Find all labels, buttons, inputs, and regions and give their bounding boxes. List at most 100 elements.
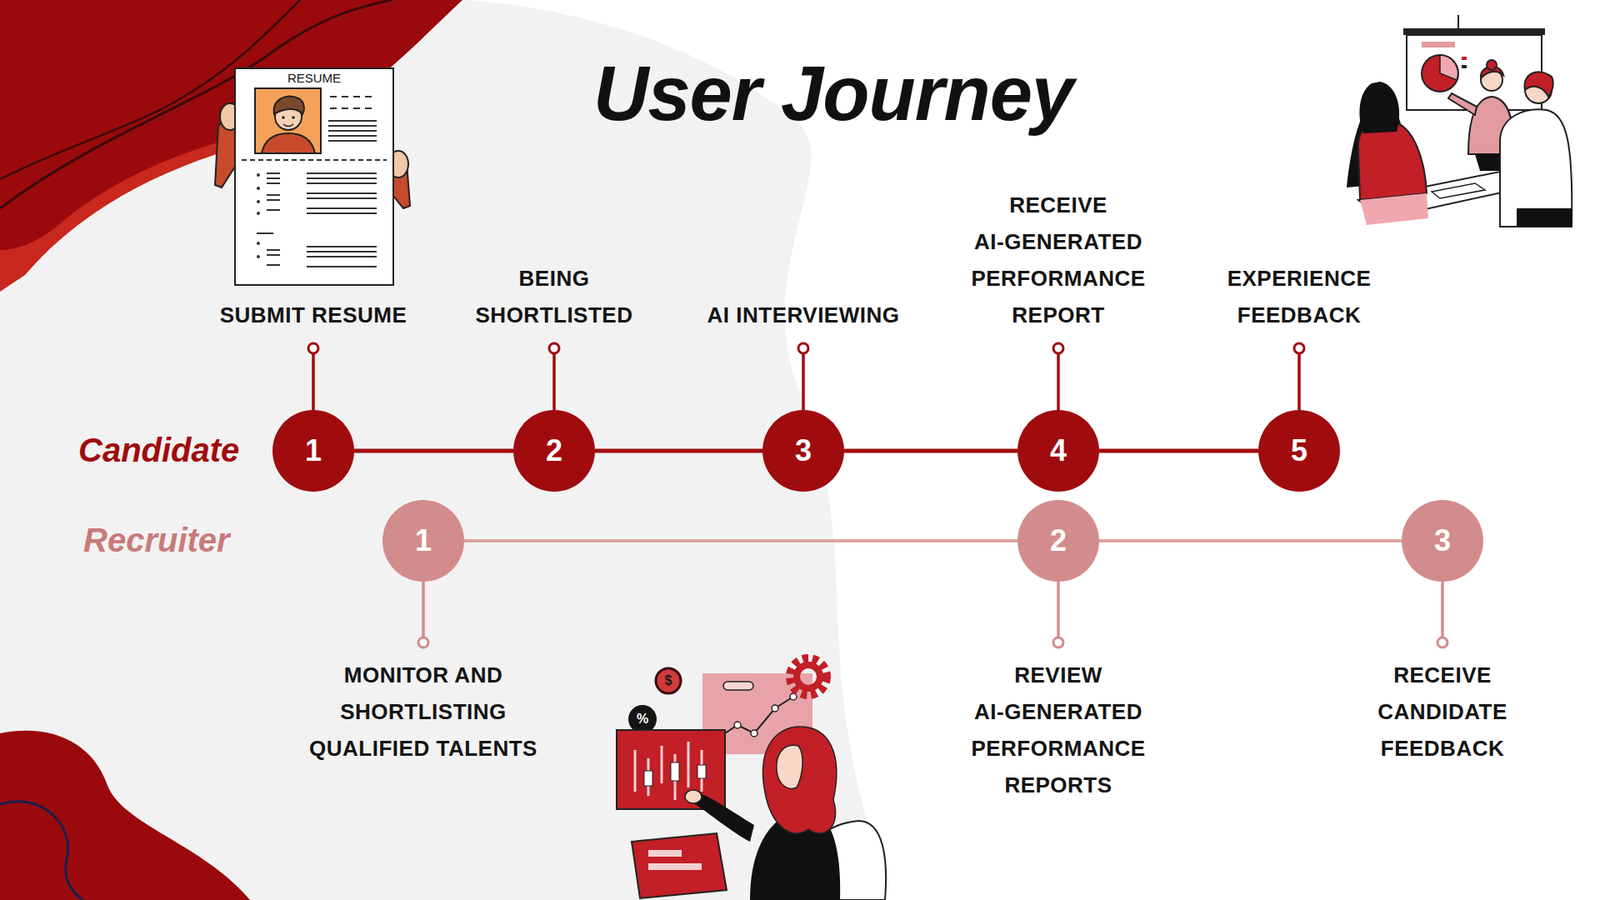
step-label-word: SUBMIT (220, 302, 306, 328)
step-label: MONITOR AND SHORTLISTING QUALIFIED TALEN… (295, 656, 551, 767)
resume-illustration (328, 125, 377, 127)
meeting-illustration (1403, 28, 1545, 35)
step-label-word: FEEDBACK (1237, 302, 1361, 328)
resume-illustration (306, 172, 377, 175)
step-number: 3 (1434, 525, 1451, 556)
meeting-illustration (1500, 109, 1572, 227)
analyst-illustration (697, 765, 706, 779)
resume-illustration (256, 173, 260, 259)
meeting-illustration (1457, 15, 1460, 29)
step-label-word: SHORTLISTING (340, 699, 507, 725)
step-label-word: AI-GENERATED (974, 229, 1143, 255)
resume-illustration (215, 68, 410, 285)
resume-illustration (306, 250, 377, 253)
resume-illustration (353, 95, 360, 98)
step-label-word: RECEIVE (1009, 192, 1108, 218)
resume-illustration (328, 120, 377, 122)
meeting-illustration (1516, 208, 1572, 227)
analyst-illustration (763, 726, 837, 834)
resume-illustration (266, 254, 280, 256)
analyst-illustration (750, 730, 758, 737)
illustration-text: RESUME (287, 71, 341, 85)
step-number: 3 (795, 435, 812, 466)
analyst-illustration (644, 770, 653, 786)
step-label-word: QUALIFIED (309, 735, 430, 761)
resume-illustration (256, 232, 274, 235)
resume-illustration (266, 249, 280, 251)
analyst-illustration (796, 665, 820, 689)
leader-line (552, 353, 556, 410)
recruiter-step: 2REVIEW AI-GENERATED PERFORMANCE REPORTS (1017, 500, 1100, 582)
resume-illustration (341, 95, 349, 98)
step-label: AI INTERVIEWING (705, 296, 902, 334)
step-label: SUBMIT RESUME (218, 296, 410, 334)
analyst-illustration (660, 745, 664, 784)
step-label-word: PERFORMANCE (970, 265, 1145, 291)
candidate-step: 3AI INTERVIEWING (762, 410, 845, 492)
analyst-illustration (670, 762, 680, 781)
resume-illustration (365, 107, 372, 110)
step-label-word: TALENTS (435, 735, 537, 761)
meeting-illustration (1346, 15, 1572, 227)
resume-illustration (341, 107, 349, 110)
step-label-word: REVIEW (1014, 662, 1103, 688)
analyst-illustration (634, 750, 637, 792)
timeline-connector (1099, 449, 1259, 454)
timeline-connector (844, 449, 1018, 454)
step-label-word: FEEDBACK (1380, 735, 1505, 761)
step-label-word: RESUME (311, 302, 407, 328)
step-label-word: RECEIVE (1393, 662, 1492, 688)
resume-illustration (330, 95, 337, 98)
analyst-illustration (631, 833, 727, 899)
analyst-illustration (723, 681, 754, 690)
resume-illustration (235, 68, 394, 285)
step-number: 1 (305, 435, 322, 466)
analyst-illustration (776, 745, 803, 789)
step-number: 4 (1050, 435, 1067, 466)
analyst-illustration (648, 863, 702, 870)
timeline-lines (354, 450, 1402, 541)
leader-line (801, 353, 805, 410)
meeting-illustration (1440, 55, 1459, 80)
recruiter-step: 3RECEIVE CANDIDATE FEEDBACK (1401, 500, 1484, 582)
leader-ring (418, 637, 429, 648)
resume-illustration (306, 197, 377, 200)
leader-line (1440, 581, 1445, 638)
step-number: 2 (545, 435, 563, 466)
resume-illustration (266, 182, 280, 185)
leader-line (1056, 581, 1060, 638)
analyst-illustration (648, 850, 682, 857)
resume-illustration (256, 241, 260, 245)
resume-illustration (241, 96, 387, 267)
analyst-illustration (644, 762, 706, 786)
resume-illustration (266, 172, 280, 175)
step-label-word: REPORTS (1004, 772, 1112, 798)
resume-illustration (266, 194, 280, 196)
corner-blob (0, 730, 250, 900)
step-label: RECEIVE AI-GENERATED PERFORMANCE REPORT (968, 186, 1149, 334)
leader-line (1056, 353, 1060, 410)
meeting-illustration (1421, 41, 1455, 48)
meeting-illustration (1486, 60, 1497, 70)
resume-illustration (365, 95, 372, 98)
step-label: EXPERIENCE FEEDBACK (1225, 260, 1375, 334)
title: User Journey (593, 55, 1074, 132)
candidate-step: 5EXPERIENCE FEEDBACK (1258, 410, 1340, 492)
leader-ring (1053, 343, 1064, 354)
illustration-text: $ (665, 674, 673, 688)
meeting-illustration (1406, 35, 1542, 110)
analyst-illustration (687, 741, 690, 788)
leader-ring (1437, 637, 1448, 648)
resume-illustration (256, 200, 260, 204)
lane-label: Recruiter (83, 523, 230, 557)
step-label-word: EXPERIENCE (1227, 265, 1372, 291)
corner-blob (0, 730, 250, 900)
resume-illustration (266, 264, 280, 266)
resume-illustration (261, 133, 315, 154)
leader-pins (308, 343, 1448, 648)
resume-illustration (328, 135, 377, 137)
resume-illustration (291, 115, 295, 120)
analyst-illustration (790, 658, 827, 695)
meeting-illustration (1360, 193, 1429, 225)
